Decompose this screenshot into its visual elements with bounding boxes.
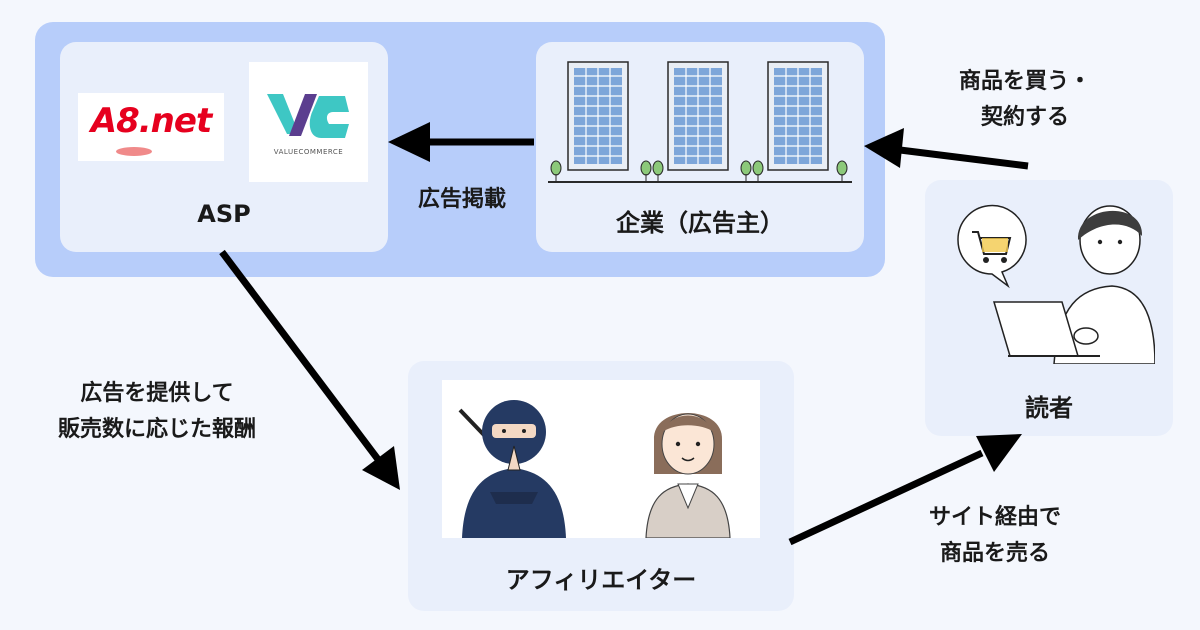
arrow-reader-to-corp bbox=[864, 128, 1029, 170]
a8net-logo: A8.net bbox=[78, 93, 224, 161]
edge-label-reader-to-corp-line-2: 契約する bbox=[980, 105, 1069, 130]
affiliate-label: アフィリエイター bbox=[505, 566, 697, 594]
edge-label-reader-to-corp: 商品を買う・ 契約する bbox=[920, 64, 1130, 136]
arrow-corp-to-asp bbox=[388, 122, 534, 162]
edge-label-asp-to-affiliate: 広告を提供して 販売数に応じた報酬 bbox=[22, 376, 292, 448]
edge-label-affiliate-to-reader-line-2: 商品を売る bbox=[939, 541, 1050, 566]
ninja-and-businesswoman-illustration bbox=[458, 400, 731, 539]
edge-label-affiliate-to-reader-line-1: サイト経由で bbox=[928, 505, 1061, 530]
edge-label-reader-to-corp-line-1: 商品を買う・ bbox=[958, 69, 1091, 94]
valuecommerce-logo: VALUECOMMERCE bbox=[249, 62, 368, 182]
office-buildings-illustration bbox=[548, 61, 852, 183]
corporation-label: 企業（広告主） bbox=[616, 209, 784, 237]
edge-label-corp-to-asp: 広告掲載 bbox=[417, 187, 506, 212]
asp-label: ASP bbox=[197, 200, 251, 228]
edge-label-affiliate-to-reader: サイト経由で 商品を売る bbox=[900, 500, 1090, 572]
valuecommerce-logo-mark bbox=[267, 94, 349, 138]
valuecommerce-logo-text: VALUECOMMERCE bbox=[273, 148, 344, 156]
edge-label-asp-to-affiliate-line-1: 広告を提供して bbox=[80, 381, 234, 406]
arrow-asp-to-affiliate bbox=[219, 249, 400, 490]
a8net-logo-text: A8.net bbox=[90, 101, 212, 141]
a8net-logo-swoosh bbox=[116, 147, 152, 156]
arrow-affiliate-to-reader bbox=[788, 434, 1022, 546]
affiliate-illustration bbox=[442, 380, 760, 539]
reader-illustration bbox=[957, 204, 1155, 364]
edge-label-asp-to-affiliate-line-2: 販売数に応じた報酬 bbox=[57, 417, 256, 442]
reader-label: 読者 bbox=[1025, 394, 1073, 422]
